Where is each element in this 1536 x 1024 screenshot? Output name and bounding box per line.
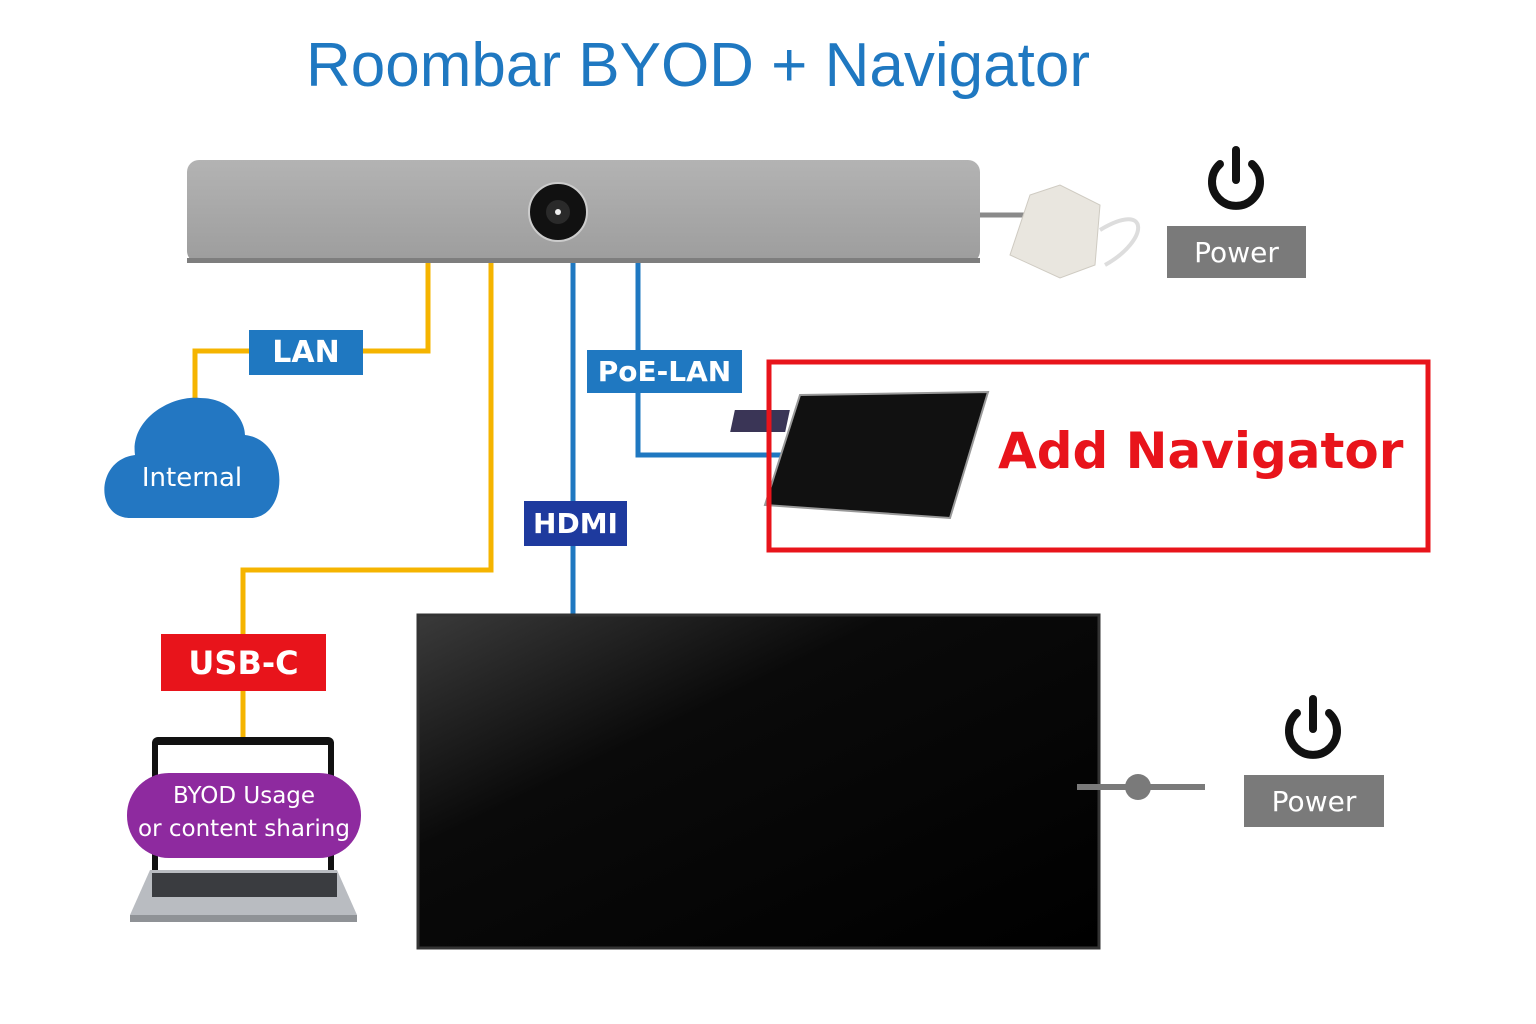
add-navigator-highlight — [766, 359, 1431, 553]
power-icon — [1285, 695, 1341, 759]
power-icon — [1208, 146, 1264, 210]
byod-label: BYOD Usage or content sharing — [127, 780, 361, 846]
byod-line-1: BYOD Usage — [172, 783, 316, 809]
power-adapter-icon — [1009, 184, 1141, 279]
byod-line-2: or content sharing — [138, 816, 350, 842]
lan-cable — [192, 250, 431, 400]
camera-icon — [528, 182, 588, 242]
diagram-title: Roombar BYOD + Navigator — [306, 31, 1090, 100]
power-label-display: Power — [1244, 775, 1384, 827]
power-label-roombar: Power — [1167, 226, 1306, 278]
poe-lan-label: PoE-LAN — [587, 350, 742, 393]
usb-c-label: USB-C — [161, 634, 326, 691]
roombar-device — [187, 160, 980, 263]
add-navigator-label: Add Navigator — [998, 422, 1404, 480]
cloud-icon — [104, 397, 280, 518]
poe-lan-cable — [635, 250, 800, 458]
byod-pill — [127, 773, 361, 858]
lan-label: LAN — [249, 330, 363, 375]
tablet-icon — [730, 390, 990, 520]
hdmi-label: HDMI — [524, 501, 627, 546]
internet-label: Internal — [141, 462, 243, 493]
display-icon — [416, 613, 1101, 950]
